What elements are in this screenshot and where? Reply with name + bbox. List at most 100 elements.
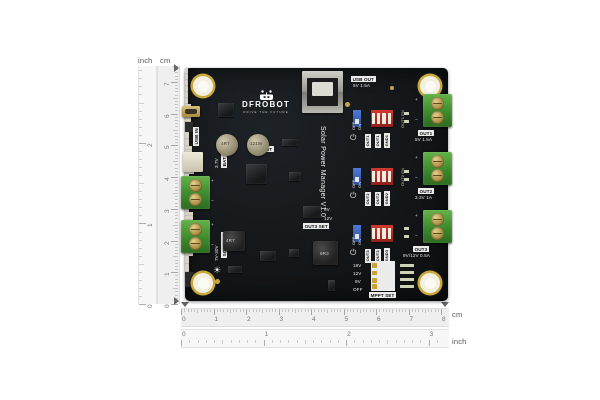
out2-label: OUT2 xyxy=(418,188,434,195)
horizontal-cm-tick xyxy=(356,309,358,312)
horizontal-cm-tick xyxy=(304,309,306,312)
out3-minus: − xyxy=(415,233,418,238)
horizontal-cm-tick xyxy=(265,309,267,312)
out3-voltage-jumper[interactable] xyxy=(303,206,321,218)
out1-plus: + xyxy=(415,97,418,102)
usb-out-rating: 5V 1.5A xyxy=(353,83,371,88)
solar-terminal-block[interactable] xyxy=(181,220,210,253)
out2-switch-on-label: ON xyxy=(357,181,362,188)
vertical-cm-tick xyxy=(173,161,178,163)
micro-usb-slot xyxy=(185,109,197,114)
vertical-cm-tick xyxy=(171,208,178,210)
horizontal-cm-tick xyxy=(210,309,212,312)
out2-switch-knob[interactable] xyxy=(354,177,360,182)
smd-r7 xyxy=(185,104,191,107)
horizontal-cm-tick xyxy=(418,309,420,312)
out3-set-label: OUT3 SET xyxy=(303,223,330,230)
horizontal-cm-tick xyxy=(382,309,384,312)
out2-name-tag: OUT2 xyxy=(364,191,371,206)
out1-terminal-screw-1[interactable] xyxy=(431,96,444,110)
out3-pin-3 xyxy=(382,228,386,239)
battery-terminal-screw-2[interactable] xyxy=(189,193,202,206)
mppt-dip-lever-4[interactable] xyxy=(372,284,377,290)
vertical-inch-tick xyxy=(139,70,142,72)
ic-u1 xyxy=(218,103,234,117)
out1-enable-switch[interactable] xyxy=(353,110,361,127)
mounting-hole-bottom-right xyxy=(420,273,440,293)
horizontal-inch-tick xyxy=(436,340,438,343)
usb-a-output-connector[interactable] xyxy=(302,71,343,113)
out1-label: OUT1 xyxy=(418,130,434,137)
vertical-cm-tick xyxy=(175,94,178,96)
horizontal-inch-tick xyxy=(395,340,397,343)
out2-enable-switch[interactable] xyxy=(353,168,361,185)
mppt-dip-lever-1[interactable] xyxy=(372,263,377,269)
out3-terminal-screw-1[interactable] xyxy=(431,212,444,226)
vertical-inch-tick xyxy=(139,271,142,273)
vertical-cm-number: 1 xyxy=(164,272,171,277)
out2-terminal-block[interactable] xyxy=(423,152,452,185)
horizontal-inch-number: 2 xyxy=(347,331,351,338)
mppt-dip-lever-3[interactable] xyxy=(372,277,377,283)
horizontal-inch-tick xyxy=(379,340,381,343)
vertical-inch-tick xyxy=(139,231,142,233)
vertical-inch-tick xyxy=(139,223,146,225)
out1-terminal-block[interactable] xyxy=(423,94,452,127)
horizontal-cm-tick xyxy=(252,309,254,312)
vertical-ruler-cm-band xyxy=(157,66,180,304)
horizontal-cm-tick xyxy=(203,309,205,312)
solar-terminal-screw-1[interactable] xyxy=(189,222,202,236)
horizontal-inch-tick xyxy=(362,340,364,343)
out3-terminal-block[interactable] xyxy=(423,210,452,243)
out3-terminal-screw-2[interactable] xyxy=(431,227,444,240)
sun-icon: ☀ xyxy=(213,265,222,275)
horizontal-cm-tick xyxy=(330,309,332,312)
horizontal-inch-tick xyxy=(329,340,331,343)
vertical-cm-tick xyxy=(175,139,178,140)
out3-pin-header[interactable] xyxy=(371,225,393,242)
vertical-inch-tick xyxy=(139,110,142,112)
out2-terminal-screw-1[interactable] xyxy=(431,154,444,168)
out2-pin-header[interactable] xyxy=(371,168,393,185)
horizontal-cm-tick xyxy=(181,309,182,315)
jst-battery-connector[interactable] xyxy=(183,152,203,172)
horizontal-cm-tick xyxy=(346,309,348,312)
battery-terminal-screw-1[interactable] xyxy=(189,178,202,192)
smd-r2 xyxy=(185,74,188,80)
battery-terminal-block[interactable] xyxy=(181,176,210,209)
horizontal-cm-tick xyxy=(281,309,283,312)
solar-terminal-screw-2[interactable] xyxy=(189,237,202,250)
crystal-oscillator xyxy=(282,139,298,146)
vertical-cm-tick xyxy=(175,231,178,232)
out1-pin-header[interactable] xyxy=(371,110,393,127)
vertical-inch-tick xyxy=(139,215,142,217)
out3-enable-switch[interactable] xyxy=(353,225,361,242)
vertical-cm-tick xyxy=(175,119,178,121)
vertical-cm-tick xyxy=(175,246,178,248)
vertical-cm-tick xyxy=(175,221,178,223)
horizontal-cm-tick xyxy=(327,309,329,313)
horizontal-inch-tick xyxy=(222,340,224,344)
test-pad-bottom-left xyxy=(215,279,220,284)
smd-d1 xyxy=(185,122,193,127)
out1-terminal-screw-2[interactable] xyxy=(431,111,444,124)
mppt-dip-lever-2[interactable] xyxy=(372,270,377,276)
out1-switch-knob[interactable] xyxy=(354,119,360,124)
vertical-cm-tick xyxy=(175,167,178,169)
horizontal-cm-tick xyxy=(236,309,238,312)
horizontal-cm-tick xyxy=(262,309,264,313)
horizontal-cm-tick xyxy=(314,309,316,312)
horizontal-ruler-cm-label: cm xyxy=(452,310,463,319)
inductor-6r3 xyxy=(313,241,338,265)
micro-usb-input-connector[interactable] xyxy=(182,106,200,117)
mppt-option-12v: 12V xyxy=(353,271,362,276)
smd-r15 xyxy=(185,146,192,150)
out2-terminal-screw-2[interactable] xyxy=(431,169,444,182)
solar-in-rating: 7V-30V xyxy=(214,245,219,261)
vertical-ruler-inch-label: inch xyxy=(138,56,153,65)
mppt-dip-switch[interactable] xyxy=(371,261,395,291)
led-out1-b xyxy=(404,120,409,123)
out3-switch-knob[interactable] xyxy=(354,234,360,239)
test-pad-mid xyxy=(345,102,350,107)
